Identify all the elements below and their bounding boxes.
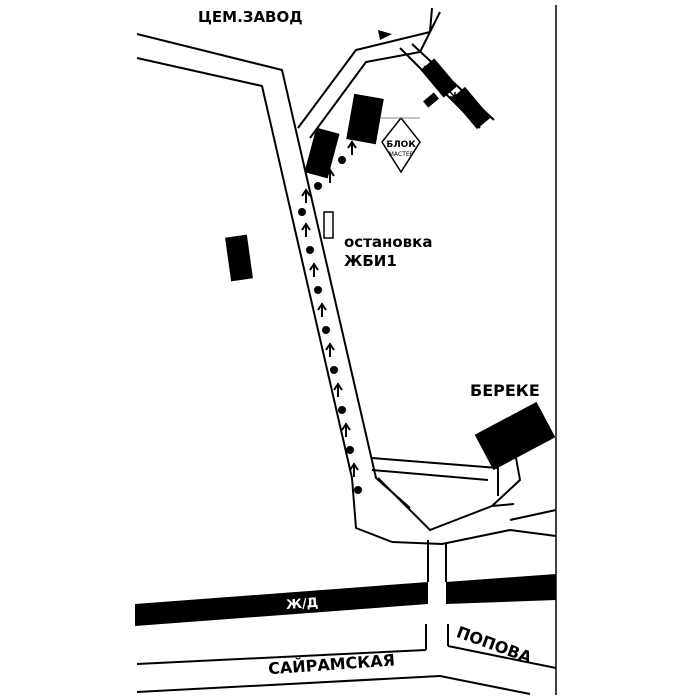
logo-brand-line2: МАСТЕР	[389, 151, 414, 158]
driveway-arrow	[447, 89, 456, 98]
building-plant-4	[451, 86, 491, 130]
route-arrow	[301, 222, 311, 237]
railway-label: Ж/Д	[286, 596, 319, 613]
plant-access-road	[297, 7, 441, 139]
building-plant-2	[346, 93, 384, 145]
route-arrow	[325, 168, 335, 183]
driveway-arrow	[459, 101, 468, 110]
route-dot	[354, 486, 362, 494]
walking-route	[298, 65, 468, 494]
route-dot	[346, 446, 354, 454]
bereke-label: БЕРЕКЕ	[470, 381, 540, 400]
route-arrow	[341, 422, 351, 437]
railway-right-segment	[446, 574, 556, 604]
route-dot	[314, 182, 322, 190]
route-arrow	[333, 382, 343, 397]
driveway-arrow	[435, 77, 444, 86]
plant-entry-marker	[378, 30, 392, 40]
popova-label: ПОПОВА	[454, 622, 535, 667]
driveway-arrow	[423, 65, 432, 74]
railway-left-segment	[135, 582, 428, 626]
route-arrow	[347, 140, 357, 155]
building-bereke	[474, 401, 556, 471]
route-dot	[338, 406, 346, 414]
building-plant-1	[304, 127, 340, 179]
bus-stop-label: остановка	[344, 233, 432, 251]
blokmaster-logo: БЛОК МАСТЕР	[380, 116, 421, 174]
route-arrow	[301, 188, 311, 203]
railway	[135, 574, 556, 626]
building-plant-5	[423, 92, 439, 108]
route-arrow	[349, 462, 359, 477]
route-dot	[330, 366, 338, 374]
route-arrow	[309, 262, 319, 277]
logo-diamond	[381, 116, 421, 174]
sairamskaya-label: САЙРАМСКАЯ	[268, 650, 396, 678]
bereke-road	[371, 457, 499, 496]
route-arrow	[317, 302, 327, 317]
south-connector	[425, 540, 449, 650]
cement-plant-label: ЦЕМ.ЗАВОД	[198, 8, 303, 26]
route-dot	[306, 246, 314, 254]
route-dot	[314, 286, 322, 294]
bus-stop-name-label: ЖБИ1	[344, 252, 397, 270]
junction-roads	[377, 457, 557, 545]
building-left	[225, 234, 253, 282]
buildings	[225, 58, 556, 471]
route-dot	[322, 326, 330, 334]
building-plant-3	[420, 58, 458, 98]
route-dot	[338, 156, 346, 164]
logo-brand-line1: БЛОК	[386, 140, 416, 150]
bus-stop-shelter	[323, 211, 334, 239]
sairamskaya-street	[136, 649, 441, 693]
route-arrow	[325, 342, 335, 357]
popova-street	[439, 645, 557, 695]
route-dot	[298, 208, 306, 216]
